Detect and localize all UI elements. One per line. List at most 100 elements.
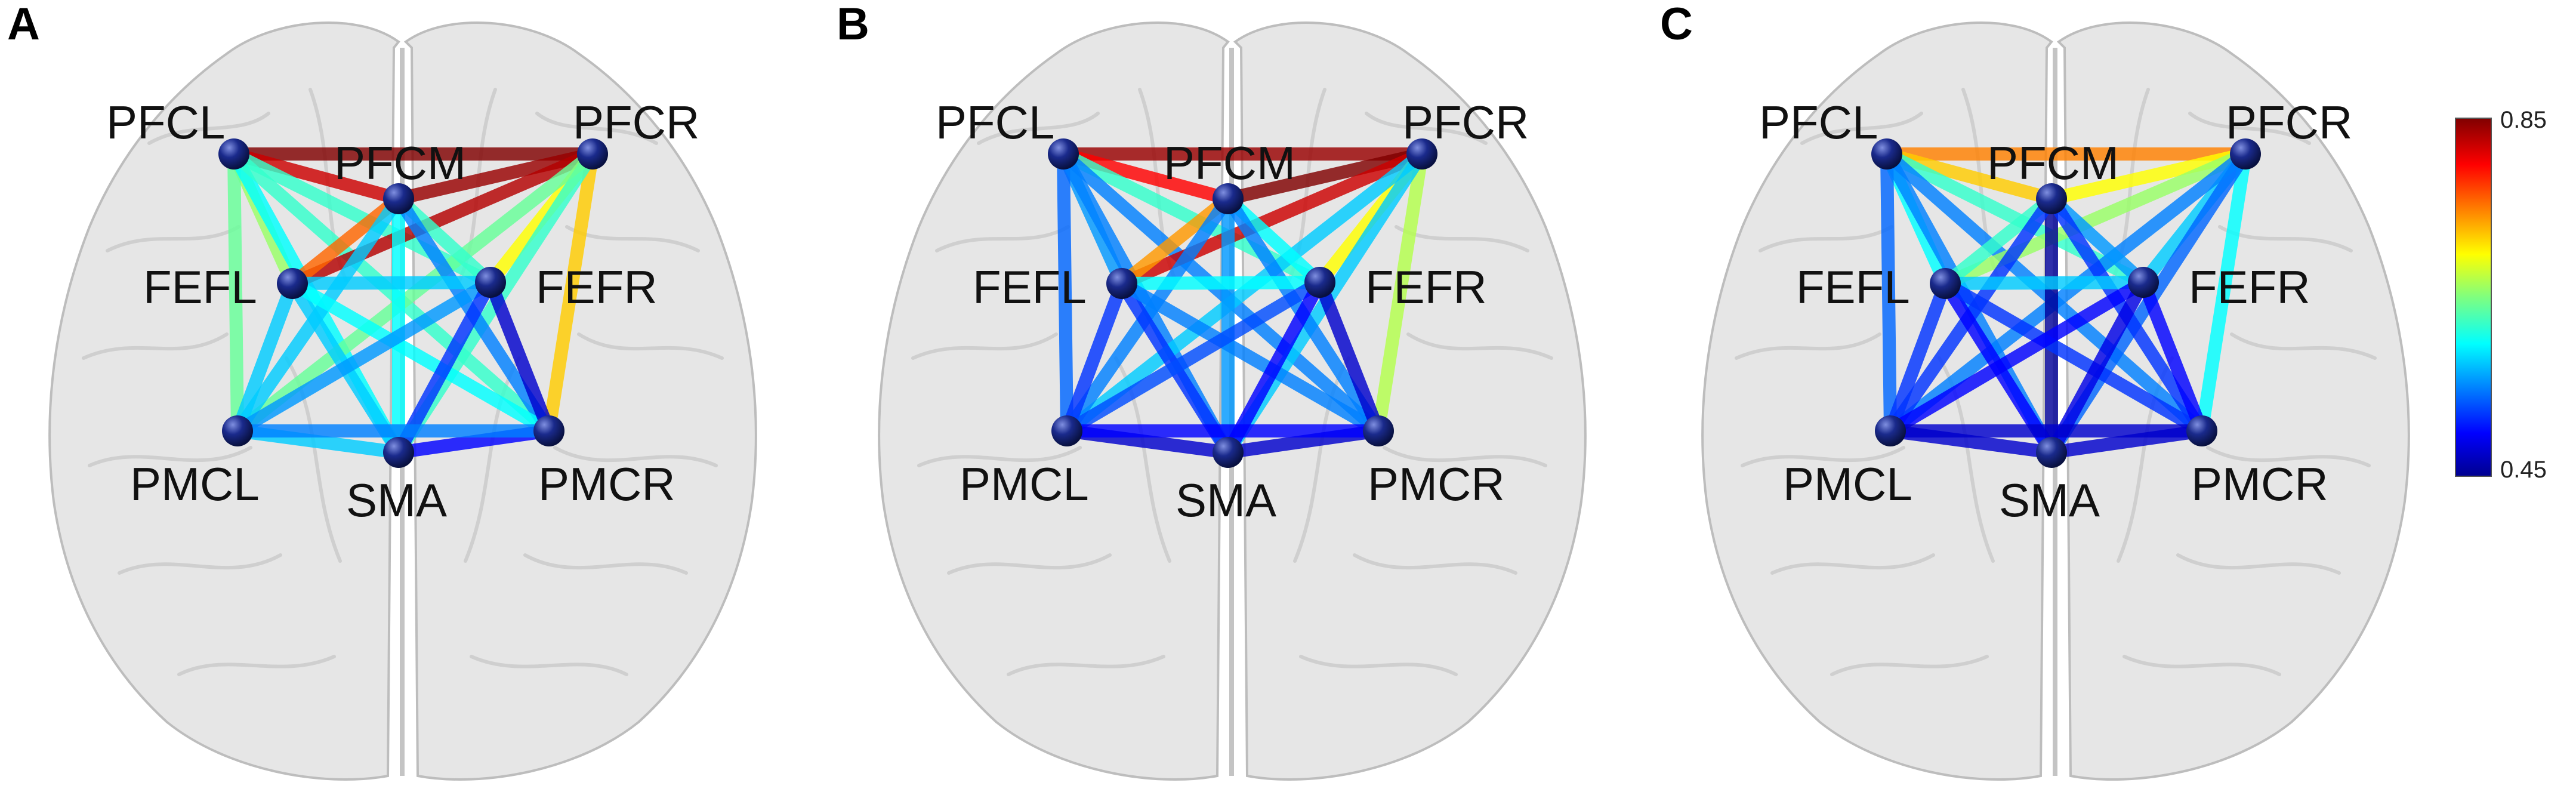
node-label-pfcl: PFCL	[106, 96, 225, 149]
edge-fefl-pmcl	[1060, 277, 1128, 437]
edge-fefr-sma	[392, 276, 497, 459]
node-label-fefl: FEFL	[143, 261, 257, 313]
brain-fold	[2230, 332, 2377, 360]
node-label-pfcm: PFCM	[334, 137, 466, 189]
node-pfcr	[577, 138, 608, 170]
brain-fold	[464, 356, 521, 563]
edge-pfcr-pmcl	[1060, 147, 1429, 437]
brain-fold	[2117, 356, 2174, 563]
left-hemisphere	[48, 21, 400, 781]
node-sma	[1213, 437, 1244, 468]
node-label-sma: SMA	[1999, 474, 2100, 526]
edge-fefl-fefr	[1939, 276, 2150, 290]
node-pmcr	[2186, 415, 2217, 446]
node-label-fefr: FEFR	[1365, 261, 1487, 313]
node-fefl	[1106, 268, 1137, 299]
brain-fold	[2206, 446, 2371, 467]
node-label-pfcm: PFCM	[1164, 137, 1295, 189]
node-label-pfcr: PFCR	[1402, 96, 1529, 149]
node-pfcm	[2036, 183, 2067, 214]
brain-fold	[1299, 655, 1458, 676]
node-label-pmcr: PMCR	[2191, 458, 2328, 510]
brain-fold	[947, 553, 1112, 575]
node-label-fefl: FEFL	[1796, 261, 1910, 313]
node-label-pfcr: PFCR	[2226, 96, 2352, 149]
colorbar-max-label: 0.85	[2500, 107, 2547, 133]
edge-pfcr-pmcr	[2195, 147, 2252, 437]
node-label-sma: SMA	[346, 474, 447, 526]
right-hemisphere	[403, 21, 757, 781]
brain-fold	[577, 332, 724, 360]
edge-fefr-sma	[2045, 276, 2150, 459]
node-label-pmcr: PMCR	[538, 458, 675, 510]
node-label-pmcl: PMCL	[130, 458, 260, 510]
panel-letter: B	[837, 0, 869, 50]
node-label-pmcl: PMCL	[960, 458, 1089, 510]
brain-fold	[147, 112, 270, 145]
node-fefr	[2128, 267, 2159, 298]
brain-fold	[911, 332, 1058, 360]
edge-pfcl-pmcr	[1057, 147, 1385, 437]
right-hemisphere	[1233, 21, 1587, 781]
edge-fefr-sma	[1221, 276, 1326, 459]
left-hemisphere	[1701, 21, 2053, 781]
edges-group	[1057, 147, 1429, 459]
edge-fefr-pmcr	[1313, 276, 1385, 437]
edge-fefl-pmcr	[1115, 277, 1385, 437]
panel-letter: A	[7, 0, 40, 50]
brain-fold	[470, 655, 628, 676]
brain-fold	[523, 553, 688, 575]
node-pfcl	[1871, 138, 1902, 170]
edge-fefl-fefr	[286, 276, 497, 290]
edge-fefl-pmcl	[231, 277, 299, 437]
brain-fold	[1735, 332, 1881, 360]
brain-fold	[177, 655, 336, 676]
brain-fold	[2188, 112, 2311, 145]
node-label-pmcr: PMCR	[1368, 458, 1505, 510]
edge-pfcr-fefl	[1939, 147, 2252, 290]
brain-fold	[1365, 112, 1488, 145]
brain-fold	[2122, 655, 2281, 676]
edge-pfcl-pmcl	[1057, 147, 1073, 437]
edge-pfcr-pmcl	[1884, 147, 2252, 437]
edge-pfcr-pmcl	[231, 147, 599, 437]
edge-pfcl-pmcr	[1880, 147, 2208, 437]
node-fefl	[277, 268, 308, 299]
brain-fold	[1007, 655, 1165, 676]
colorbar: 0.85 0.45	[2455, 107, 2547, 483]
node-label-pfcr: PFCR	[573, 96, 699, 149]
edge-fefr-pmcl	[231, 276, 497, 437]
edges-group	[1880, 147, 2252, 459]
edge-fefr-pmcl	[1060, 276, 1326, 437]
edge-fefr-pmcr	[484, 276, 556, 437]
brain-fold	[535, 112, 658, 145]
edge-fefr-pmcr	[2137, 276, 2208, 437]
edge-fefr-pmcl	[1884, 276, 2150, 437]
edges-group	[227, 147, 599, 459]
node-pfcl	[218, 138, 249, 170]
brain-fold	[118, 553, 282, 575]
brain-fold	[1293, 356, 1350, 563]
node-label-fefl: FEFL	[973, 261, 1087, 313]
brain-fold	[2176, 553, 2341, 575]
edge-fefl-pmcl	[1884, 277, 1952, 437]
colorbar-min-label: 0.45	[2500, 457, 2547, 483]
node-pmcl	[222, 415, 253, 446]
node-pfcl	[1048, 138, 1079, 170]
colorbar-gradient	[2455, 118, 2492, 477]
node-fefr	[475, 267, 506, 298]
edge-pfcr-pmcr	[1372, 147, 1429, 437]
edge-fefl-fefr	[1115, 276, 1326, 290]
brain-fold	[917, 446, 1082, 467]
edge-fefl-pmcr	[1939, 277, 2208, 437]
brain-fold	[88, 446, 252, 467]
edge-pfcl-pmcr	[227, 147, 556, 437]
brain-fold	[1770, 553, 1935, 575]
right-hemisphere	[2056, 21, 2410, 781]
brain-fold	[1353, 553, 1517, 575]
